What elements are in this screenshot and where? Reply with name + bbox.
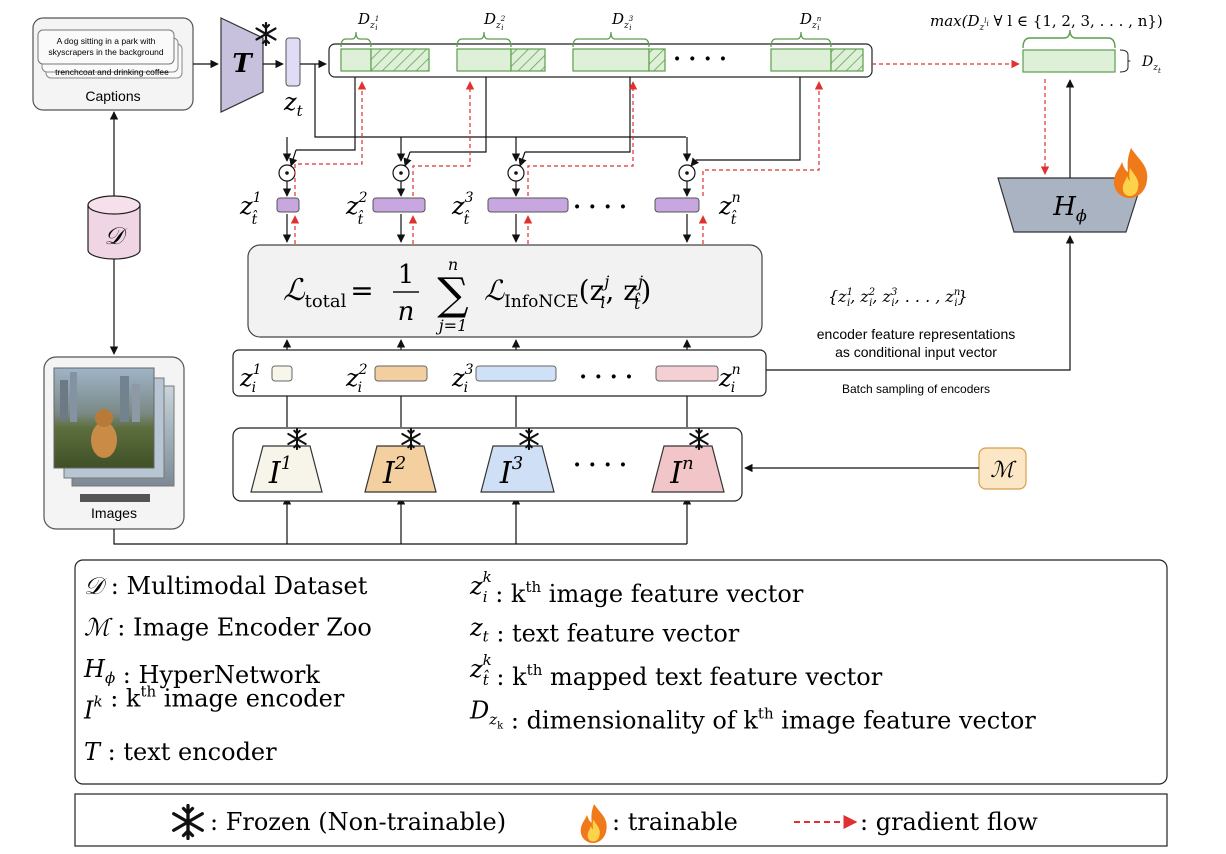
dim-segment-filled xyxy=(456,48,512,72)
encoder-label: I1 xyxy=(268,453,292,491)
image-feature-vector xyxy=(271,365,293,382)
image-feature-vector xyxy=(655,365,719,382)
caption-text-1: A dog sitting in a park with xyxy=(57,36,156,46)
dim-segment-hatched xyxy=(648,48,666,72)
loss-sum-top: n xyxy=(448,255,458,274)
legend-gradient: : gradient flow xyxy=(860,808,1038,836)
legend-fire-icon xyxy=(580,804,607,843)
dzt-label: Dzt xyxy=(1141,54,1161,75)
encoder-zoo: ℳ xyxy=(978,447,1027,490)
images-label: Images xyxy=(91,505,137,521)
legend-entry: 𝒟 : Multimodal Dataset xyxy=(84,572,368,600)
text-encoder-symbol: T xyxy=(232,49,253,79)
feature-dots: · · · · xyxy=(579,364,633,390)
captions-panel: A dog sitting in a park with skyscrapers… xyxy=(32,17,194,111)
legend-frozen: : Frozen (Non-trainable) xyxy=(210,808,506,836)
images-panel: Images xyxy=(43,356,185,530)
zt-label: zt xyxy=(283,88,304,120)
annotation-batch: Batch sampling of encoders xyxy=(842,382,990,396)
loss-eq: = xyxy=(350,274,373,307)
legend-entry: ℳ : Image Encoder Zoo xyxy=(84,614,372,642)
dim-segment-hatched xyxy=(830,48,864,72)
encoder-label: I2 xyxy=(382,453,406,491)
caption-text-3: trenchcoat and drinking coffee xyxy=(55,67,169,77)
legend-box: 𝒟 : Multimodal Dataset ℳ : Image Encoder … xyxy=(74,559,1168,785)
text-encoder: T xyxy=(220,17,264,113)
caption-text-2: skyscrapers in the background xyxy=(48,47,164,57)
encoder-row: I1 I2 I3 In · · · · xyxy=(232,427,743,502)
dim-segment-filled xyxy=(340,48,372,72)
loss-sum: ∑ xyxy=(437,269,468,320)
dim-segment-hatched xyxy=(370,48,430,72)
legend-trainable: : trainable xyxy=(612,808,738,836)
legend-entry: Hϕ : HyperNetwork xyxy=(83,655,320,689)
max-dim-box xyxy=(1022,49,1116,73)
annotation-line2: as conditional input vector xyxy=(835,344,997,360)
legend-entry: Dzk : dimensionality of kth image featur… xyxy=(469,697,1036,735)
legend-entry: Ik : kth image encoder xyxy=(83,683,345,725)
hypernetwork: Hϕ xyxy=(997,177,1144,233)
image-encoder xyxy=(651,445,725,493)
hypernetwork-symbol: Hϕ xyxy=(1052,192,1087,225)
dataset-cylinder: 𝒟 xyxy=(87,195,141,260)
mapped-dots: · · · · xyxy=(573,194,627,220)
dim-segment-filled xyxy=(770,48,832,72)
encoder-label: In xyxy=(669,453,693,491)
loss-lhs: ℒtotal xyxy=(283,273,347,312)
mapped-text-feature xyxy=(654,197,700,213)
mapped-text-feature xyxy=(487,197,569,213)
dim-segment-hatched xyxy=(510,48,546,72)
dim-segment-filled xyxy=(572,48,650,72)
fire-icon xyxy=(1113,148,1148,198)
zoo-symbol: ℳ xyxy=(990,458,1017,483)
image-feature-vector xyxy=(475,365,557,382)
legend-bottom: : Frozen (Non-trainable) : trainable : g… xyxy=(74,793,1168,847)
captions-label: Captions xyxy=(85,88,140,104)
encoder-label: I3 xyxy=(499,453,523,491)
image-encoder xyxy=(480,445,555,493)
encoder-dots: · · · · xyxy=(573,452,627,478)
legend-entry: T : text encoder xyxy=(84,738,277,766)
loss-sum-bottom: j=1 xyxy=(436,316,468,335)
image-feature-vector xyxy=(374,365,428,382)
max-formula: max(Dzli ∀ l ∈ {1, 2, 3, . . . , n}) xyxy=(930,12,1163,33)
loss-frac-num: 1 xyxy=(398,260,415,290)
text-feature-vector xyxy=(285,37,301,87)
annotation-line1: encoder feature representations xyxy=(817,326,1015,342)
legend-entry: zt : text feature vector xyxy=(469,614,740,648)
loss-frac-den: n xyxy=(398,297,415,327)
dim-dots: · · · · xyxy=(673,46,727,72)
mapped-text-feature xyxy=(276,197,300,213)
mapped-text-feature xyxy=(372,197,426,213)
